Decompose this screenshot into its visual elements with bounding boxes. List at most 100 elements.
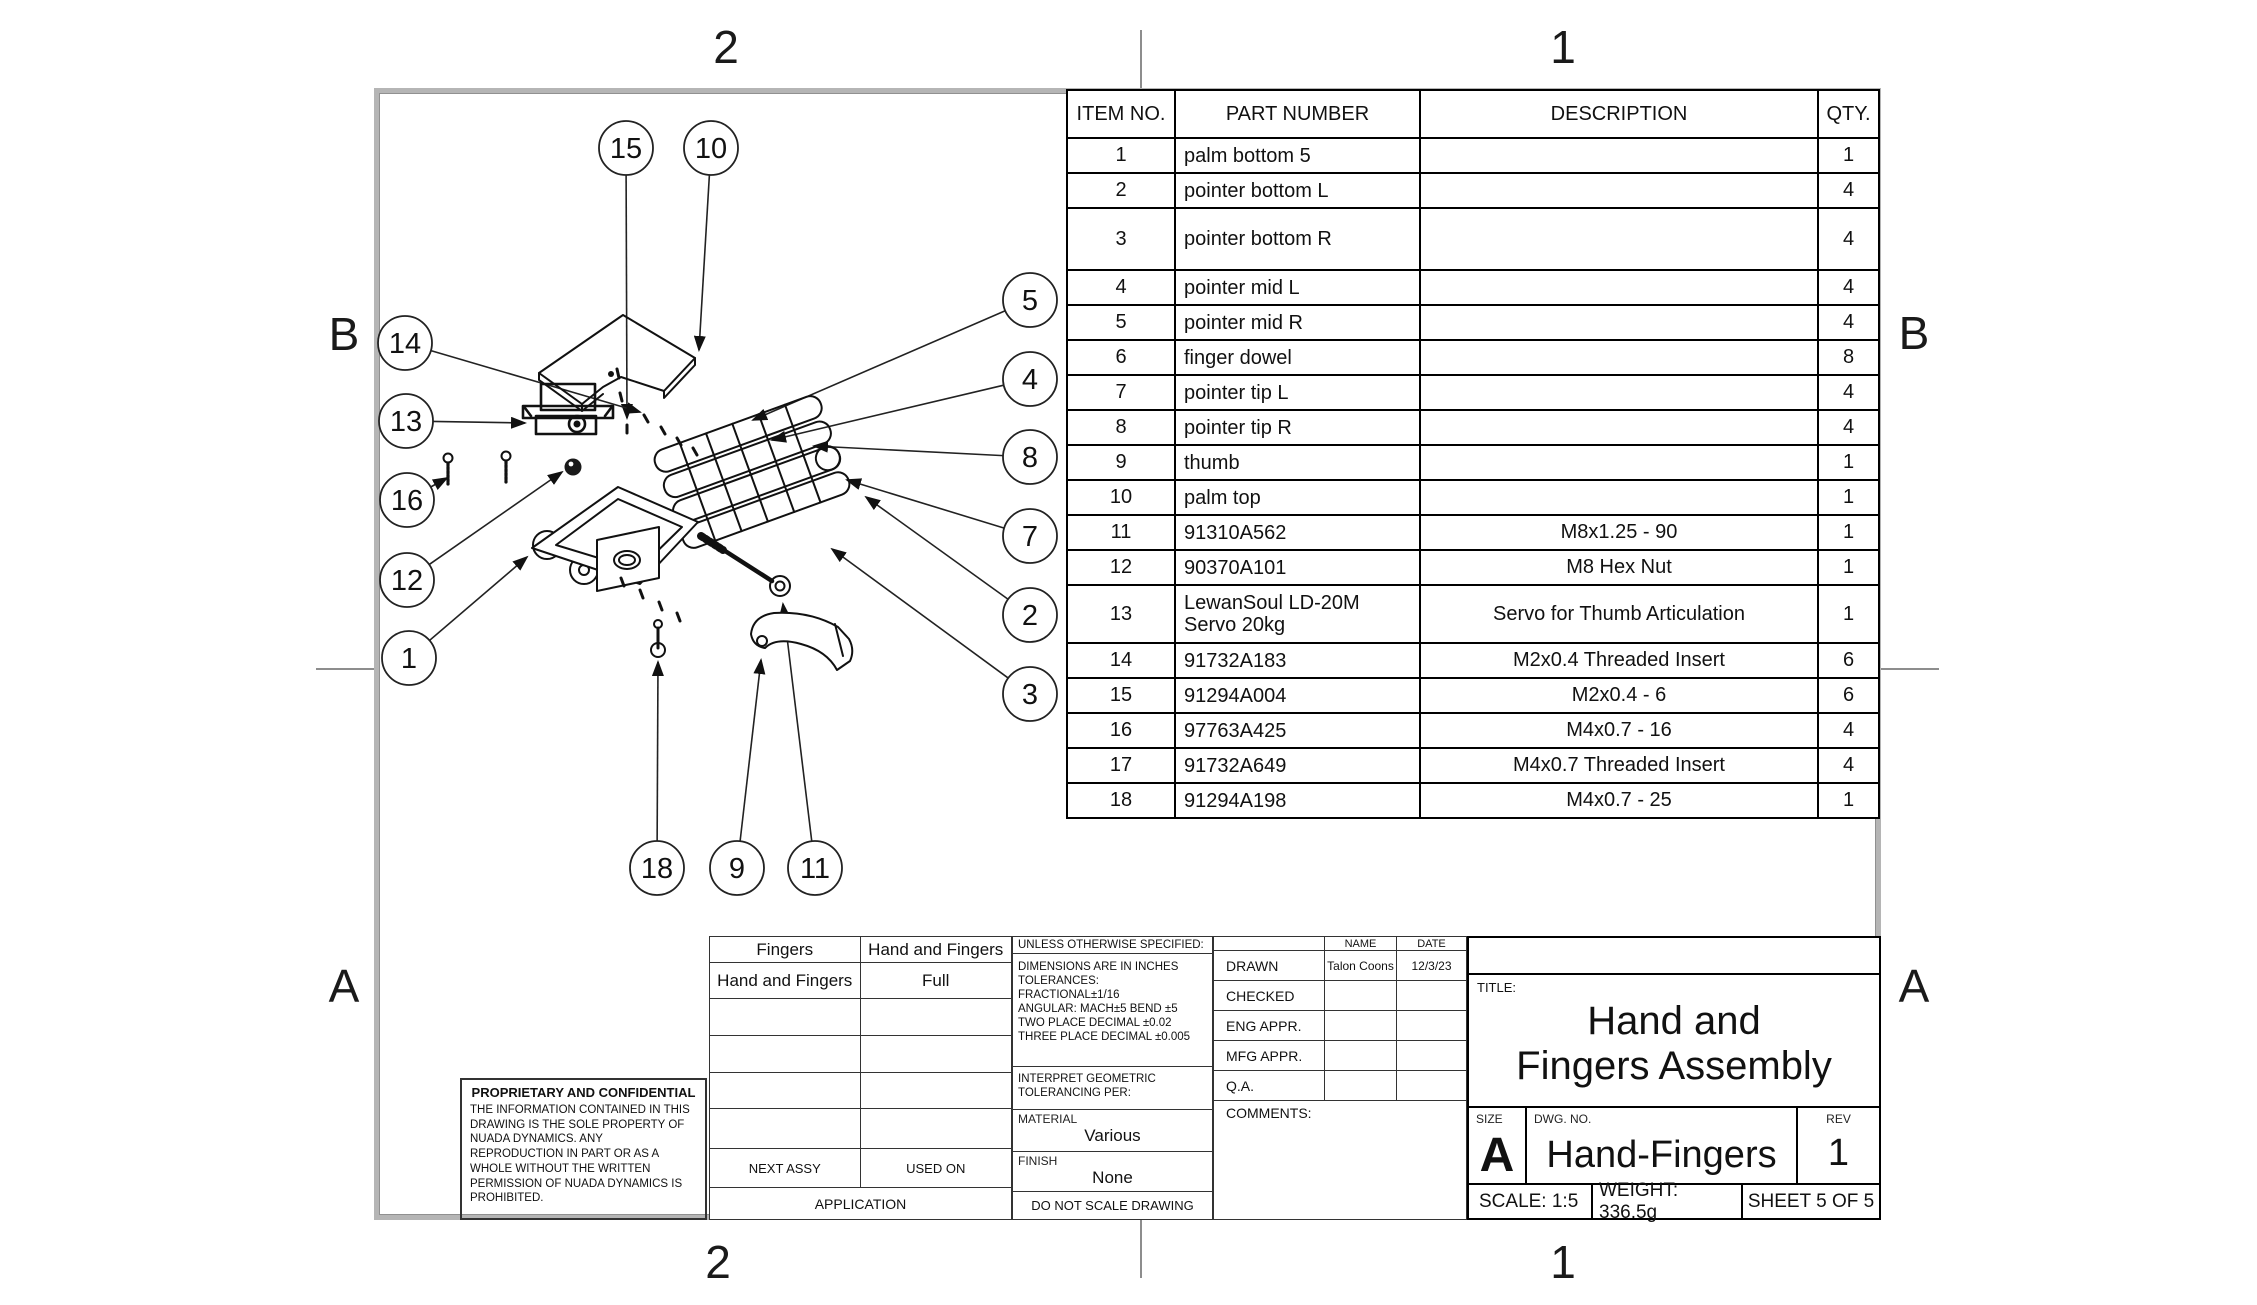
application-cell: USED ON [906,1160,966,1176]
weight-cell: WEIGHT: 336.5g [1591,1180,1741,1223]
approval-cell [1396,1071,1466,1100]
approval-row: CHECKED [1214,981,1466,1011]
balloon-number: 13 [390,406,422,438]
finish-value: None [1092,1168,1133,1187]
dwg-no-cell: DWG. NO. Hand-Fingers [1525,1108,1796,1183]
balloon-circle [377,315,433,371]
application-cell: Fingers [710,937,861,962]
title-section: TITLE: Hand and Fingers Assembly [1469,975,1879,1108]
material-value: Various [1084,1126,1141,1145]
bom-header-item: ITEM NO. [1066,89,1176,139]
approval-cell [1324,1041,1396,1070]
dwg-no-value: Hand-Fingers [1546,1134,1777,1176]
balloon-leader [693,174,711,352]
approval-cell [1324,1011,1396,1040]
approval-cell [1396,981,1466,1010]
bom-header-part: PART NUMBER [1174,89,1421,139]
bom-header-qty: QTY. [1817,89,1880,139]
bom-cell-item: 10 [1066,479,1176,516]
bom-cell-item: 7 [1066,374,1176,411]
bom-cell-item: 3 [1066,207,1176,271]
tolerance-line: ANGULAR: MACH±5 BEND ±5 [1018,1003,1178,1016]
application-cell [861,999,1012,1035]
balloon-number: 2 [1022,600,1038,632]
title-block-empty-row [1469,938,1879,975]
application-row [710,1073,1011,1109]
size-value: A [1479,1129,1515,1182]
balloon-number: 16 [391,485,423,517]
bom-cell-desc: M8 Hex Nut [1419,549,1819,586]
bom-cell-part: 91310A562 [1174,514,1421,551]
balloon-number: 10 [695,133,727,165]
material-label: MATERIAL [1018,1112,1078,1126]
application-row: Fingers Hand and Fingers [710,937,1011,963]
bom-cell-desc [1419,409,1819,446]
zone-label: B [1898,307,1930,359]
application-cell [710,1073,861,1108]
bom-cell-qty: 4 [1817,409,1880,446]
bom-cell-item: 1 [1066,137,1176,174]
sheet-cell: SHEET 5 OF 5 [1741,1185,1879,1218]
bom-header-row: ITEM NO. PART NUMBER DESCRIPTION QTY. [1066,89,1880,139]
application-row [710,1036,1011,1073]
bom-cell-desc [1419,207,1819,271]
bom-cell-item: 13 [1066,584,1176,644]
application-row [710,1109,1011,1149]
bom-cell-desc [1419,374,1819,411]
balloon-number: 3 [1022,679,1038,711]
finish-section: FINISH None [1013,1152,1212,1192]
part-palm-top [538,314,696,412]
application-cell: Hand and Fingers [868,939,1004,959]
balloon-circle [1002,587,1058,643]
bom-cell-part: LewanSoul LD-20M Servo 20kg [1174,584,1421,644]
bom-cell-part: 91294A004 [1174,677,1421,714]
balloon-leader [620,174,633,420]
bom-cell-part: 91294A198 [1174,782,1421,819]
rev-value: 1 [1827,1132,1850,1174]
approval-cell: DRAWN [1226,957,1279,974]
bom-cell-qty: 1 [1817,584,1880,644]
balloon-circle [379,552,435,608]
bom-cell-part: thumb [1174,444,1421,481]
bom-cell-qty: 1 [1817,479,1880,516]
drawing-title: Hand and Fingers Assembly [1516,999,1832,1088]
balloon-number: 9 [729,853,745,885]
approval-cell: ENG APPR. [1226,1017,1302,1034]
bom-cell-qty: 1 [1817,514,1880,551]
part-bolt [697,532,791,597]
part-small-hardware [442,367,699,658]
balloon-leader [864,495,1009,600]
bom-cell-item: 8 [1066,409,1176,446]
bom-cell-item: 18 [1066,782,1176,819]
application-cell [861,1036,1012,1072]
bom-cell-qty: 4 [1817,747,1880,784]
bom-cell-item: 15 [1066,677,1176,714]
balloon-leader [778,602,813,842]
balloon-number: 18 [641,853,673,885]
balloon-leader [812,440,1004,457]
balloon-leader [770,384,1004,443]
bom-cell-qty: 4 [1817,207,1880,271]
bom-cell-part: pointer tip L [1174,374,1421,411]
zone-tick-left [316,668,374,670]
title-block: TITLE: Hand and Fingers Assembly SIZE A … [1467,936,1881,1223]
application-cell [861,1073,1012,1108]
bom-cell-qty: 6 [1817,677,1880,714]
balloon-circle [1002,429,1058,485]
bom-cell-item: 5 [1066,304,1176,341]
bom-cell-qty: 1 [1817,137,1880,174]
balloon-number: 1 [401,643,417,675]
zone-label: A [1898,960,1930,1012]
bom-cell-qty: 6 [1817,642,1880,679]
